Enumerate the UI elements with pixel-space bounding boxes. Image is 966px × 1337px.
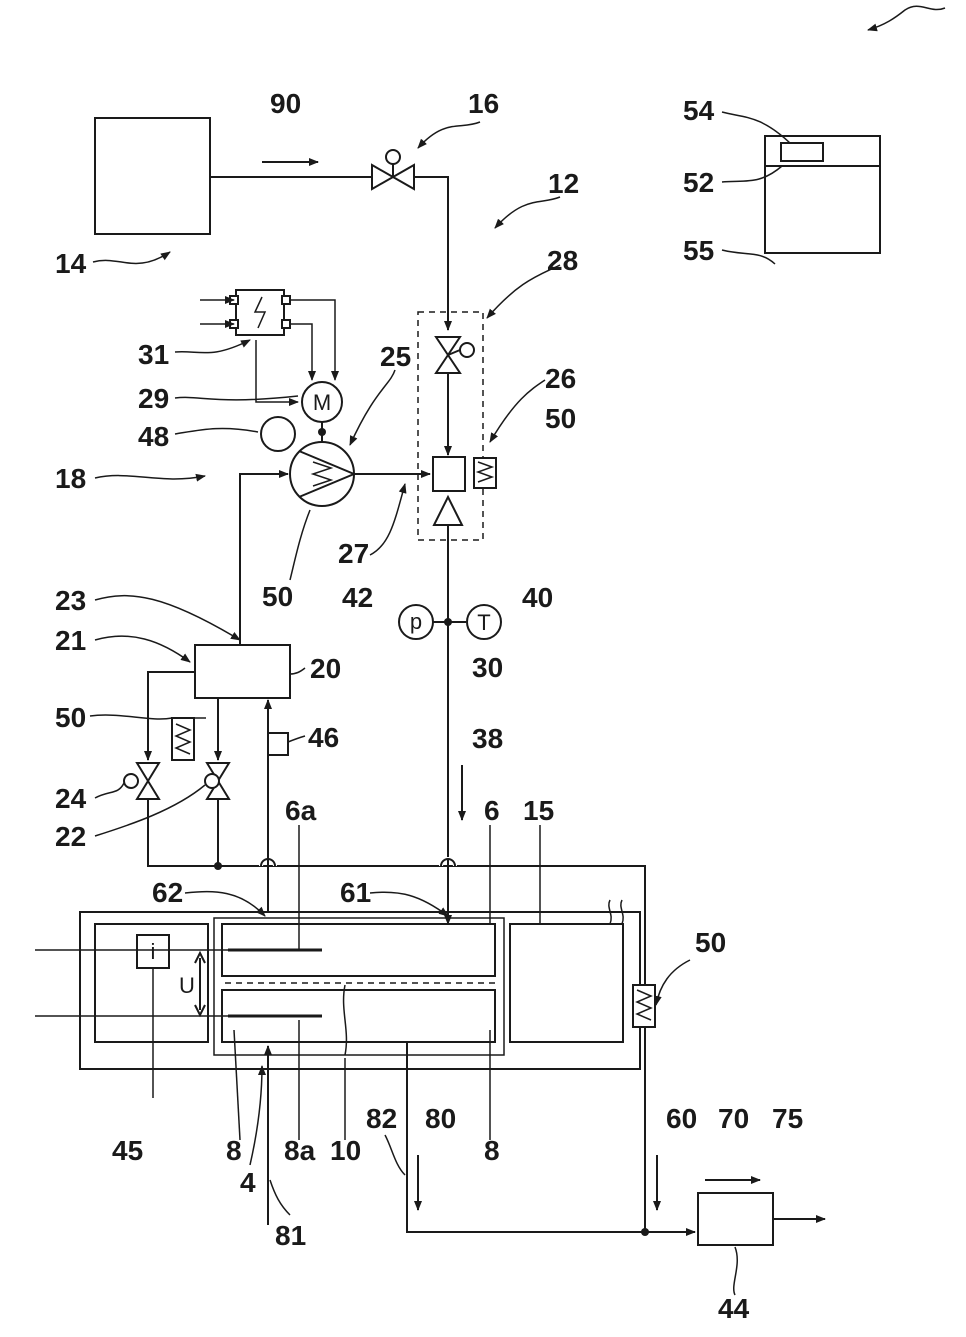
label-75: 75 — [772, 1103, 803, 1134]
jet-pump — [433, 457, 465, 491]
sensor-46 — [268, 733, 288, 755]
shutoff-valve — [372, 150, 414, 189]
pressure-symbol: p — [410, 609, 422, 634]
cathode-outlet-line — [407, 1042, 695, 1232]
label-25: 25 — [380, 341, 411, 372]
exhaust-unit — [698, 1193, 773, 1245]
label-15: 15 — [523, 795, 554, 826]
label-42: 42 — [342, 582, 373, 613]
motor-controller — [230, 290, 290, 335]
label-70: 70 — [718, 1103, 749, 1134]
valve-outlet-line — [414, 177, 448, 330]
label-80: 80 — [425, 1103, 456, 1134]
heater-50-separator — [172, 718, 206, 760]
label-10: 10 — [330, 1135, 361, 1166]
label-55: 55 — [683, 235, 714, 266]
shaft-joint — [318, 428, 326, 436]
label-62: 62 — [152, 877, 183, 908]
label-50-separator: 50 — [55, 702, 86, 733]
label-26: 26 — [545, 363, 576, 394]
label-50-stack: 50 — [695, 927, 726, 958]
jet-pump-diffuser — [434, 497, 462, 525]
junction-1 — [214, 862, 222, 870]
drain-valve-24 — [124, 763, 159, 799]
label-50-top: 50 — [545, 403, 576, 434]
label-6a: 6a — [285, 795, 317, 826]
label-44: 44 — [718, 1293, 750, 1324]
label-23: 23 — [55, 585, 86, 616]
label-6: 6 — [484, 795, 500, 826]
ctrl-out-3 — [256, 340, 298, 402]
label-38: 38 — [472, 723, 503, 754]
label-29: 29 — [138, 383, 169, 414]
label-46: 46 — [308, 722, 339, 753]
temperature-symbol: T — [477, 610, 490, 635]
control-unit — [765, 136, 880, 253]
label-82: 82 — [366, 1103, 397, 1134]
water-separator — [195, 645, 290, 698]
label-90: 90 — [270, 88, 301, 119]
label-45: 45 — [112, 1135, 143, 1166]
hydrogen-tank — [95, 118, 210, 234]
label-40: 40 — [522, 582, 553, 613]
label-4: 4 — [240, 1167, 256, 1198]
heater-50-stack — [633, 985, 655, 1027]
label-48: 48 — [138, 421, 169, 452]
reference-arrow — [868, 6, 945, 30]
current-symbol: i — [151, 939, 156, 964]
label-8-left: 8 — [226, 1135, 242, 1166]
label-8-right: 8 — [484, 1135, 500, 1166]
label-50-pump: 50 — [262, 581, 293, 612]
label-20: 20 — [310, 653, 341, 684]
label-52: 52 — [683, 167, 714, 198]
label-27: 27 — [338, 538, 369, 569]
label-12: 12 — [548, 168, 579, 199]
recirculation-pump — [290, 442, 354, 506]
label-14: 14 — [55, 248, 87, 279]
voltage-symbol: U — [179, 973, 195, 998]
reference-labels: 90 16 12 14 54 52 55 28 25 26 50 31 29 4… — [55, 88, 803, 1324]
tap-node — [444, 618, 452, 626]
label-21: 21 — [55, 625, 86, 656]
label-24: 24 — [55, 783, 87, 814]
label-54: 54 — [683, 95, 715, 126]
label-81: 81 — [275, 1220, 306, 1251]
label-22: 22 — [55, 821, 86, 852]
label-60: 60 — [666, 1103, 697, 1134]
label-16: 16 — [468, 88, 499, 119]
separator-to-pump-line — [240, 474, 288, 645]
sensor-48 — [261, 417, 295, 451]
cooling-module — [510, 924, 623, 1042]
heater-26 — [474, 458, 496, 488]
label-61: 61 — [340, 877, 371, 908]
pressure-regulator-valve — [436, 337, 474, 373]
motor-symbol: M — [313, 390, 331, 415]
label-31: 31 — [138, 339, 169, 370]
ctrl-out-2 — [290, 324, 312, 380]
purge-valve-22 — [205, 763, 229, 799]
label-18: 18 — [55, 463, 86, 494]
label-8a: 8a — [284, 1135, 316, 1166]
label-30: 30 — [472, 652, 503, 683]
label-28: 28 — [547, 245, 578, 276]
